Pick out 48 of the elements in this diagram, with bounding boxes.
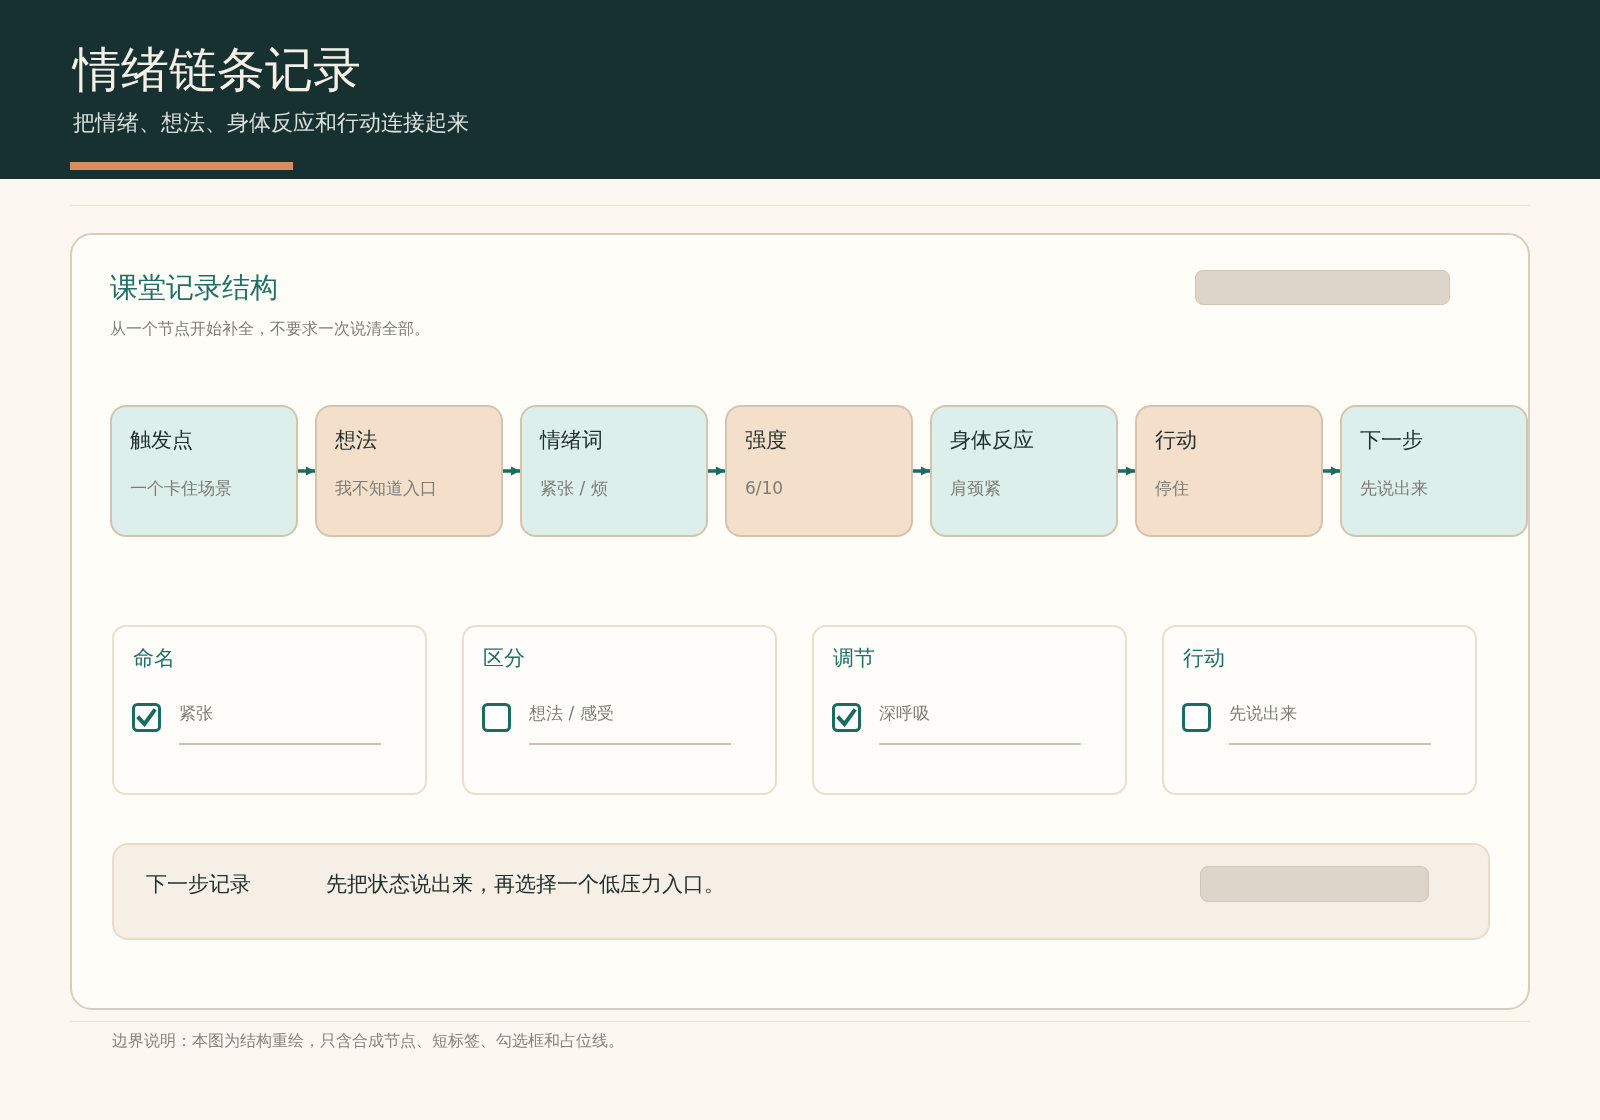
step-value: 我不知道入口 bbox=[335, 477, 437, 500]
card-title: 行动 bbox=[1183, 645, 1225, 672]
step-title: 下一步 bbox=[1360, 427, 1423, 454]
step-value: 紧张 / 烦 bbox=[540, 477, 608, 500]
step-title: 行动 bbox=[1155, 427, 1197, 454]
checklist-card bbox=[812, 625, 1127, 795]
arrow bbox=[913, 466, 930, 476]
arrow bbox=[503, 466, 520, 476]
step-title: 强度 bbox=[745, 427, 787, 454]
card-title: 区分 bbox=[483, 645, 525, 672]
step-value: 6/10 bbox=[745, 477, 784, 500]
fill-in-line: 想法 / 感受 bbox=[529, 697, 731, 745]
step-value: 停住 bbox=[1155, 477, 1189, 500]
fill-in-line: 先说出来 bbox=[1229, 697, 1431, 745]
section-subtitle: 从一个节点开始补全，不要求一次说清全部。 bbox=[110, 318, 430, 340]
step-card bbox=[1340, 405, 1528, 537]
arrow bbox=[708, 466, 725, 476]
card-title: 调节 bbox=[833, 645, 875, 672]
step-card bbox=[520, 405, 708, 537]
checklist-card bbox=[1162, 625, 1477, 795]
next-step-panel bbox=[112, 843, 1490, 940]
page-subtitle: 把情绪、想法、身体反应和行动连接起来 bbox=[73, 109, 469, 137]
step-title: 身体反应 bbox=[950, 427, 1034, 454]
checklist-card bbox=[112, 625, 427, 795]
step-title: 情绪词 bbox=[540, 427, 603, 454]
checklist-card bbox=[462, 625, 777, 795]
step-card bbox=[1135, 405, 1323, 537]
fill-in-line: 深呼吸 bbox=[879, 697, 1081, 745]
step-value: 一个卡住场景 bbox=[130, 477, 232, 500]
arrow bbox=[1118, 466, 1135, 476]
step-title: 触发点 bbox=[130, 427, 193, 454]
step-value: 先说出来 bbox=[1360, 477, 1428, 500]
step-value: 肩颈紧 bbox=[950, 477, 1001, 500]
card-title: 命名 bbox=[133, 645, 175, 672]
fill-in-line: 紧张 bbox=[179, 697, 381, 745]
footer-note: 边界说明：本图为结构重绘，只含合成节点、短标签、勾选框和占位线。 bbox=[112, 1030, 624, 1052]
record-panel bbox=[70, 233, 1530, 1010]
page-title: 情绪链条记录 bbox=[73, 40, 361, 98]
panel-label: 下一步记录 bbox=[146, 871, 251, 898]
step-title: 想法 bbox=[335, 427, 377, 454]
step-card bbox=[930, 405, 1118, 537]
step-card bbox=[725, 405, 913, 537]
step-card bbox=[315, 405, 503, 537]
panel-text: 先把状态说出来，再选择一个低压力入口。 bbox=[326, 871, 725, 898]
section-heading: 课堂记录结构 bbox=[110, 270, 278, 306]
arrow bbox=[298, 466, 315, 476]
step-card bbox=[110, 405, 298, 537]
arrow bbox=[1323, 466, 1340, 476]
